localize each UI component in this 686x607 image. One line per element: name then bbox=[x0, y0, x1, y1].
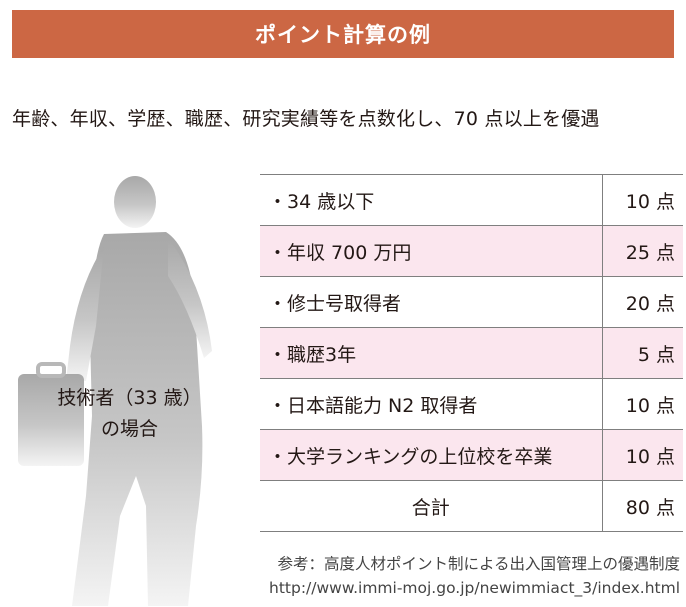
businessman-silhouette-icon bbox=[18, 176, 212, 606]
reference-note: 参考：高度人材ポイント制による出入国管理上の優遇制度 http://www.im… bbox=[269, 552, 680, 600]
table-row: ・年収 700 万円 25 点 bbox=[260, 225, 683, 277]
points-table: ・34 歳以下 10 点 ・年収 700 万円 25 点 ・修士号取得者 20 … bbox=[260, 174, 683, 532]
total-row: 合計 80 点 bbox=[260, 480, 683, 532]
points-cell: 5 点 bbox=[601, 327, 683, 379]
criterion-cell: ・大学ランキングの上位校を卒業 bbox=[260, 429, 602, 481]
criterion-cell: ・職歴3年 bbox=[260, 327, 602, 379]
points-cell: 10 点 bbox=[601, 174, 683, 226]
points-cell: 25 点 bbox=[601, 225, 683, 277]
reference-title: 参考：高度人材ポイント制による出入国管理上の優遇制度 bbox=[277, 555, 680, 573]
points-cell: 10 点 bbox=[601, 378, 683, 430]
points-cell: 10 点 bbox=[601, 429, 683, 481]
criterion-cell: ・日本語能力 N2 取得者 bbox=[260, 378, 602, 430]
title-banner: ポイント計算の例 bbox=[12, 10, 674, 58]
table-row: ・修士号取得者 20 点 bbox=[260, 276, 683, 328]
table-row: ・34 歳以下 10 点 bbox=[260, 174, 683, 226]
criterion-cell: ・年収 700 万円 bbox=[260, 225, 602, 277]
table-row: ・日本語能力 N2 取得者 10 点 bbox=[260, 378, 683, 430]
total-points: 80 点 bbox=[601, 480, 683, 532]
points-cell: 20 点 bbox=[601, 276, 683, 328]
page-title: ポイント計算の例 bbox=[255, 23, 431, 47]
subtitle: 年齢、年収、学歴、職歴、研究実績等を点数化し、70 点以上を優遇 bbox=[12, 108, 600, 130]
case-label: 技術者（33 歳） の場合 bbox=[42, 383, 217, 445]
reference-url: http://www.immi-moj.go.jp/newimmiact_3/i… bbox=[269, 579, 680, 597]
table-row: ・職歴3年 5 点 bbox=[260, 327, 683, 379]
criterion-cell: ・修士号取得者 bbox=[260, 276, 602, 328]
table-row: ・大学ランキングの上位校を卒業 10 点 bbox=[260, 429, 683, 481]
criterion-cell: ・34 歳以下 bbox=[260, 174, 602, 226]
case-label-line2: の場合 bbox=[100, 418, 158, 440]
case-label-line1: 技術者（33 歳） bbox=[57, 387, 202, 409]
total-label: 合計 bbox=[260, 480, 602, 532]
